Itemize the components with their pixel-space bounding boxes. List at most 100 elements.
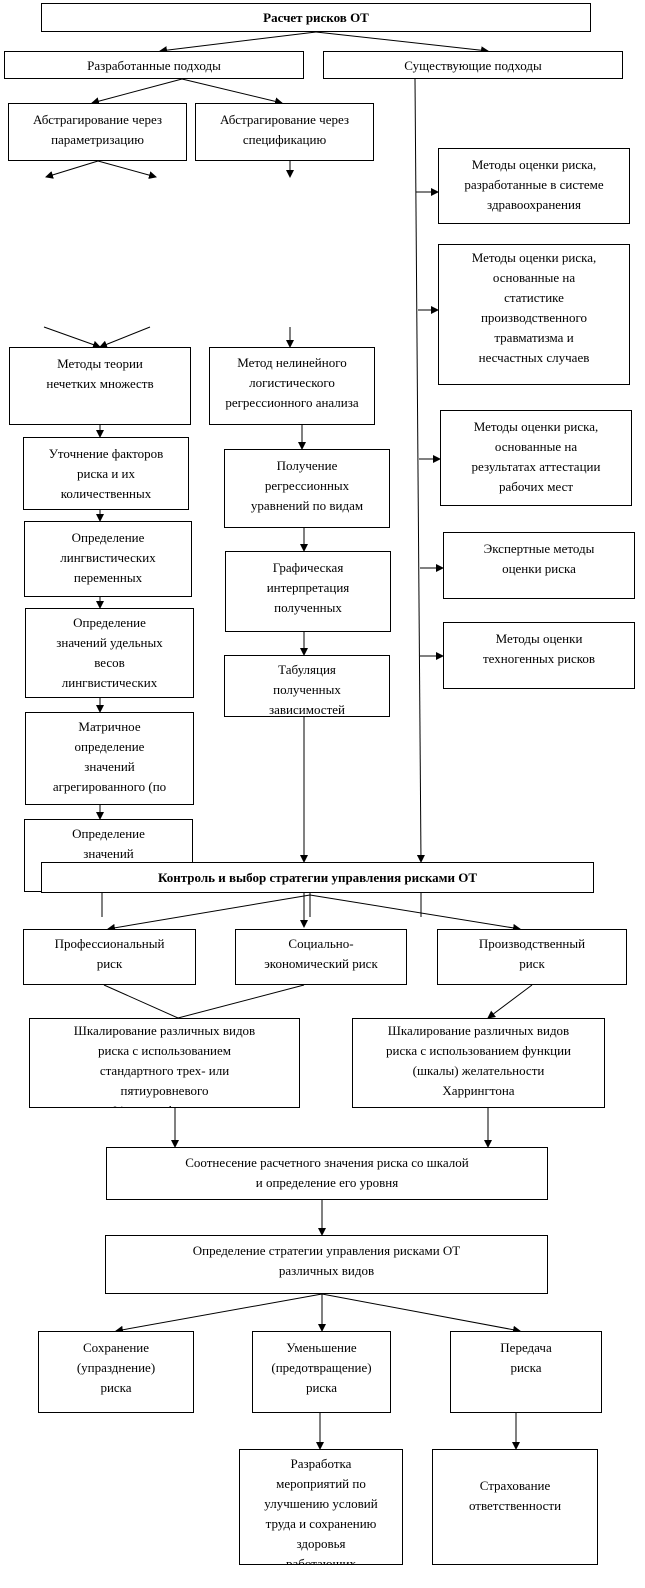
- node-text-line: Методы оценки: [495, 631, 583, 646]
- connector: [315, 31, 489, 55]
- node-text-line: значений удельных: [56, 635, 163, 650]
- node-text-line: значений: [84, 759, 135, 774]
- node-text-line: здоровья: [296, 1536, 346, 1551]
- node-text-line: мероприятий по: [276, 1476, 366, 1491]
- node-text-line: нечетких множеств: [46, 376, 154, 391]
- node-text-line: Шкалирование различных видов: [73, 1023, 256, 1038]
- node-text-line: ответственности: [468, 1498, 562, 1513]
- node-text-line: Уточнение факторов: [48, 446, 164, 461]
- node-text-line: риск: [96, 956, 123, 971]
- node-text-line: Получение: [276, 458, 338, 473]
- node-text-line: Производственный: [478, 936, 586, 951]
- node-developed: Разработанные подходы: [4, 51, 304, 79]
- node-text-line: Методы оценки риска,: [471, 250, 597, 265]
- node-text-line: Методы оценки риска,: [471, 157, 597, 172]
- node-text-line: интерпретация: [266, 580, 350, 595]
- node-text-line: значений: [83, 846, 134, 861]
- node-text-line: Расчет рисков ОТ: [263, 10, 369, 25]
- node-text-line: полученных: [273, 682, 341, 697]
- connector: [115, 1293, 323, 1334]
- connector: [177, 984, 305, 1019]
- node-reduce: Уменьшение (предотвращение) риска: [252, 1331, 391, 1413]
- node-text-line: весов: [94, 655, 125, 670]
- node-text-line: разработанные в системе: [464, 177, 604, 192]
- node-text-line: основанные на: [492, 270, 576, 285]
- node-text-line: полученных: [274, 600, 342, 615]
- node-text-line: Страхование: [479, 1478, 551, 1493]
- node-text-line: агрегированного (по: [52, 779, 167, 794]
- node-social: Социально-экономический риск: [235, 929, 407, 985]
- node-text-line: здравоохранения: [487, 197, 581, 212]
- node-text-line: Определение: [72, 826, 145, 841]
- node-text-line: Определение: [73, 615, 146, 630]
- node-text-line: производственного: [480, 310, 588, 325]
- node-text-line: определение: [74, 739, 145, 754]
- node-text-line: риска: [100, 1380, 132, 1395]
- node-correlate: Соотнесение расчетного значения риска со…: [106, 1147, 548, 1200]
- node-text-line: Уменьшение: [286, 1340, 357, 1355]
- node-matrix: Матричное определение значений агрегированн…: [25, 712, 194, 805]
- node-text-line: Определение: [71, 530, 145, 545]
- connector: [43, 326, 101, 349]
- node-strategy: Определение стратегии управления рисками…: [105, 1235, 548, 1294]
- node-title: Расчет рисков ОТ: [41, 3, 591, 32]
- node-text-line: риска и их: [76, 466, 136, 481]
- node-text-line: Контроль и выбор стратегии управления ри…: [157, 870, 478, 885]
- node-tab: Табуляция полученных зависимостей: [224, 655, 390, 717]
- node-text-line: (предотвращение): [271, 1360, 372, 1375]
- node-text-line: риска с использованием функции: [385, 1043, 571, 1058]
- node-text-line: Разработанные подходы: [87, 58, 221, 73]
- node-text-line: лингвистических: [61, 675, 158, 690]
- connector: [181, 78, 283, 106]
- node-text-line: Харрингтона: [442, 1083, 515, 1098]
- node-text-line: уравнений по видам: [250, 498, 364, 513]
- node-text-line: Табуляция: [278, 662, 336, 677]
- node-text-line: Экспертные методы: [483, 541, 595, 556]
- node-text-line: труда и сохранению: [265, 1516, 377, 1531]
- node-text-line: переменных: [73, 570, 143, 585]
- node-insure: Страхование ответственности: [432, 1449, 598, 1565]
- node-weights: Определение значений удельных весов лингвис…: [25, 608, 194, 698]
- connector: [414, 78, 425, 863]
- connector: [107, 894, 311, 932]
- node-text-line: (упразднение): [76, 1360, 156, 1375]
- connector: [97, 160, 157, 179]
- connector: [45, 160, 99, 179]
- node-text-line: пятиуровневого: [120, 1083, 209, 1098]
- node-text-line: и определение его уровня: [255, 1175, 399, 1190]
- node-text-line: зависимостей: [269, 702, 345, 717]
- node-text-line: Разработка: [290, 1456, 352, 1471]
- node-text-line: риска: [305, 1380, 338, 1395]
- node-text-line: 01-классификатора: [30, 1101, 299, 1107]
- node-text-line: логистического: [249, 375, 335, 390]
- node-text-line: регрессионного анализа: [225, 395, 359, 410]
- node-text-line: Абстрагирование через: [32, 112, 163, 127]
- node-text-line: параметризацию: [51, 132, 144, 147]
- node-text-line: (шкалы) желательности: [412, 1063, 545, 1078]
- connector: [309, 894, 521, 932]
- node-text-line: Методы оценки риска,: [473, 419, 599, 434]
- node-text-line: Определение стратегии управления рисками…: [192, 1243, 461, 1258]
- node-text-line: Матричное: [78, 719, 141, 734]
- node-text-line: основанные на: [494, 439, 578, 454]
- node-abs-param: Абстрагирование через параметризацию: [8, 103, 187, 161]
- node-text-line: рабочих мест: [498, 479, 574, 494]
- node-text-line: стандартного трех- или: [99, 1063, 230, 1078]
- node-health: Методы оценки риска, разработанные в сист…: [438, 148, 630, 224]
